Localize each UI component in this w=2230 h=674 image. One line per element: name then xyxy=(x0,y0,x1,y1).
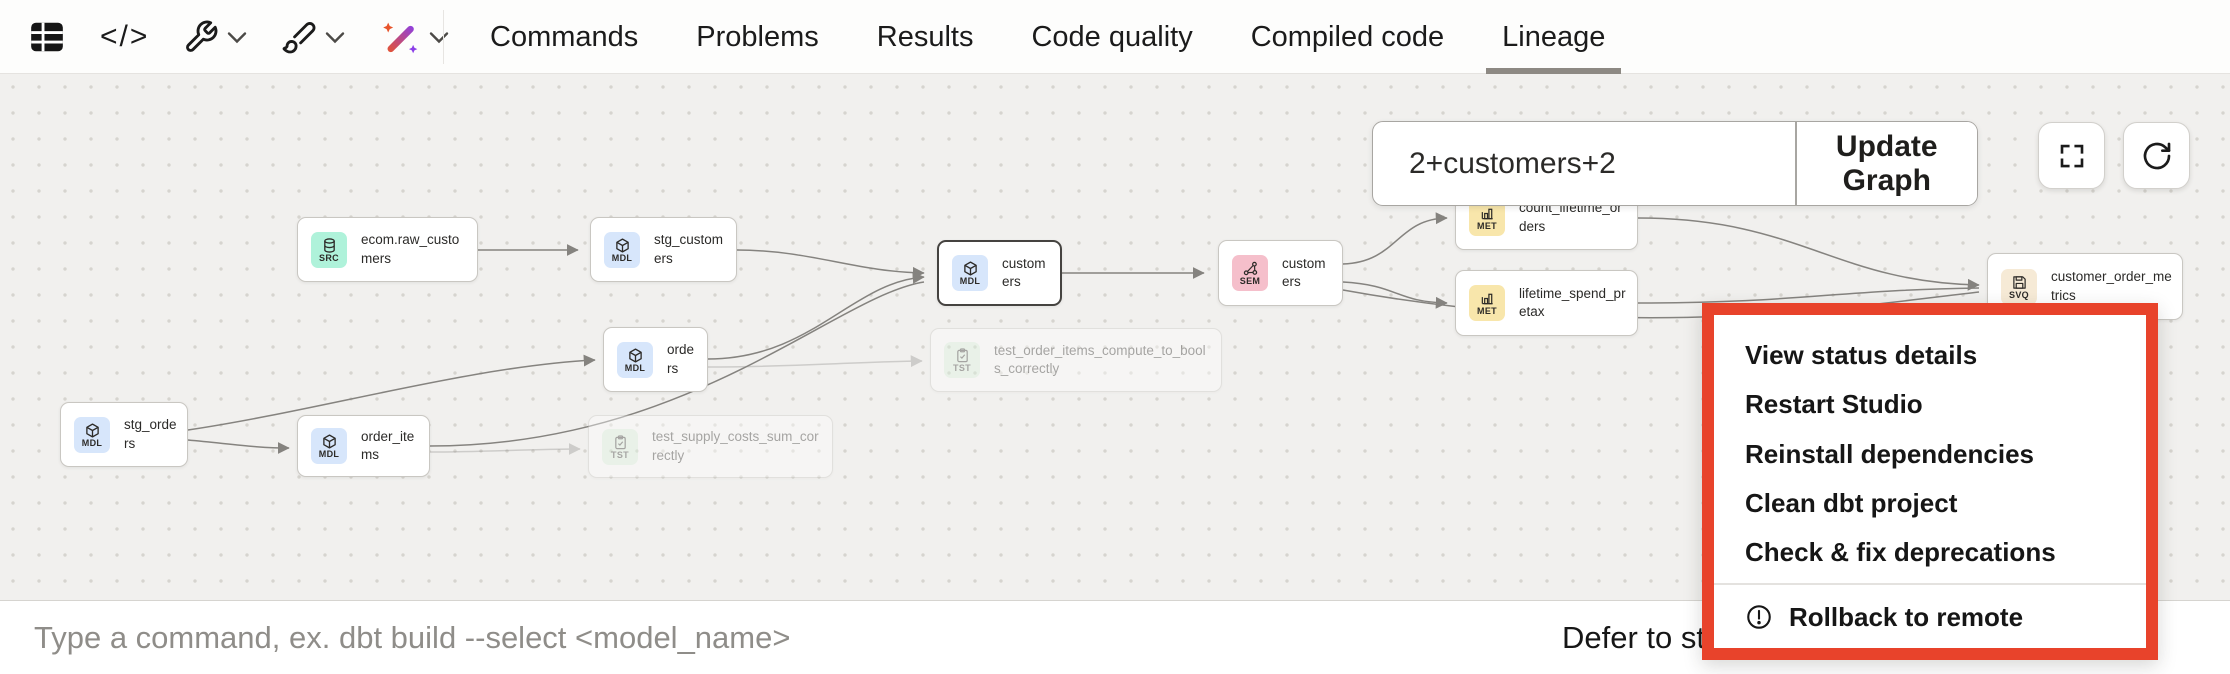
model-badge: MDL xyxy=(617,341,653,378)
table-view-button[interactable] xyxy=(28,18,66,56)
menu-separator xyxy=(1714,583,2146,585)
node-label: test_order_items_compute_to_bools_correc… xyxy=(994,342,1206,376)
tab-problems[interactable]: Problems xyxy=(696,20,819,53)
code-icon: </> xyxy=(100,20,150,53)
model-badge: MDL xyxy=(74,416,110,453)
node-label: ecom.raw_customers xyxy=(361,232,460,266)
node-model-customers[interactable]: MDL customers xyxy=(937,240,1062,306)
graph-selector: Update Graph xyxy=(1372,121,1978,206)
panel-tabs: Commands Problems Results Code quality C… xyxy=(490,0,1622,74)
network-icon xyxy=(1243,261,1257,276)
status-context-menu: View status details Restart Studio Reins… xyxy=(1702,303,2158,660)
cube-icon xyxy=(963,261,977,276)
refresh-button[interactable] xyxy=(2123,122,2190,189)
node-semantic-customers[interactable]: SEM customers xyxy=(1218,240,1343,306)
selector-divider xyxy=(1795,122,1797,205)
tab-lineage[interactable]: Lineage xyxy=(1486,0,1622,74)
clean-tools-button[interactable] xyxy=(281,19,345,55)
semantic-model-badge: SEM xyxy=(1232,255,1268,291)
refresh-icon xyxy=(2143,142,2170,169)
chevron-down-icon xyxy=(228,31,247,43)
floppy-disk-icon xyxy=(2012,275,2026,289)
command-input[interactable] xyxy=(34,601,1334,674)
node-model-stg-customers[interactable]: MDL stg_customers xyxy=(590,217,737,282)
node-label: lifetime_spend_pretax xyxy=(1519,285,1626,319)
top-toolbar: </> xyxy=(0,0,2230,74)
ai-assist-button[interactable] xyxy=(379,16,449,58)
warning-icon xyxy=(1747,605,1771,630)
node-label: customer_order_metrics xyxy=(2051,269,2172,303)
model-badge: MDL xyxy=(952,255,988,291)
model-badge: MDL xyxy=(604,231,640,268)
code-view-button[interactable]: </> xyxy=(100,20,149,54)
tab-results[interactable]: Results xyxy=(876,20,974,53)
node-model-stg-orders[interactable]: MDL stg_orders xyxy=(60,402,188,467)
model-selector-input[interactable] xyxy=(1373,122,1795,205)
test-badge: TST xyxy=(944,342,980,378)
cube-icon xyxy=(85,423,99,438)
node-label: order_items xyxy=(361,428,415,462)
cube-icon xyxy=(322,434,336,449)
bar-chart-icon xyxy=(1481,293,1493,305)
wrench-icon xyxy=(186,20,218,52)
node-label: orders xyxy=(667,342,695,376)
metric-badge: MET xyxy=(1469,285,1505,321)
source-badge: SRC xyxy=(311,231,347,268)
node-test-order-items-compute-to-bools[interactable]: TST test_order_items_compute_to_bools_co… xyxy=(930,328,1222,392)
magic-wand-icon xyxy=(383,22,418,54)
tab-compiled-code[interactable]: Compiled code xyxy=(1250,20,1445,53)
database-icon xyxy=(323,237,335,253)
node-label: stg_orders xyxy=(124,417,177,451)
node-label: customers xyxy=(1282,255,1326,289)
node-test-supply-costs-sum-correctly[interactable]: TST test_supply_costs_sum_correctly xyxy=(588,415,833,478)
tab-commands[interactable]: Commands xyxy=(490,20,639,53)
menu-item-label: Rollback to remote xyxy=(1789,601,2024,632)
node-model-order-items[interactable]: MDL order_items xyxy=(297,415,430,477)
saved-query-badge: SVQ xyxy=(2001,268,2037,305)
defer-toggle-label: Defer to sta xyxy=(1562,620,1723,655)
clipboard-check-icon xyxy=(956,348,968,363)
tab-code-quality[interactable]: Code quality xyxy=(1031,20,1193,53)
cube-icon xyxy=(628,348,642,363)
chevron-down-icon xyxy=(430,31,449,43)
build-tools-button[interactable] xyxy=(183,19,247,55)
clipboard-check-icon xyxy=(614,434,626,449)
node-source-ecom-raw-customers[interactable]: SRC ecom.raw_customers xyxy=(297,217,478,282)
chevron-down-icon xyxy=(326,31,345,43)
menu-item-rollback-to-remote[interactable]: Rollback to remote xyxy=(1714,593,2146,642)
bar-chart-icon xyxy=(1481,208,1493,219)
fullscreen-icon xyxy=(2060,144,2083,167)
menu-item-view-status-details[interactable]: View status details xyxy=(1745,340,1978,371)
node-label: stg_customers xyxy=(654,232,724,266)
node-label: customers xyxy=(1002,255,1046,289)
menu-item-check-fix-deprecations[interactable]: Check & fix deprecations xyxy=(1745,537,2056,568)
command-bar: Defer to sta ••• xyxy=(0,600,2230,674)
model-badge: MDL xyxy=(311,428,347,464)
update-graph-button[interactable]: Update Graph xyxy=(1796,122,1977,205)
cube-icon xyxy=(615,238,629,253)
fullscreen-button[interactable] xyxy=(2038,122,2105,189)
node-label: test_supply_costs_sum_correctly xyxy=(652,429,819,463)
toolbar-divider xyxy=(443,10,444,64)
test-badge: TST xyxy=(602,428,638,465)
node-model-orders[interactable]: MDL orders xyxy=(603,327,708,392)
broom-icon xyxy=(282,22,316,54)
menu-item-clean-dbt-project[interactable]: Clean dbt project xyxy=(1745,487,1958,518)
menu-item-reinstall-dependencies[interactable]: Reinstall dependencies xyxy=(1745,438,2034,469)
table-icon xyxy=(31,22,63,52)
node-metric-lifetime-spend-pretax[interactable]: MET lifetime_spend_pretax xyxy=(1455,270,1638,336)
menu-item-restart-studio[interactable]: Restart Studio xyxy=(1745,389,1923,420)
